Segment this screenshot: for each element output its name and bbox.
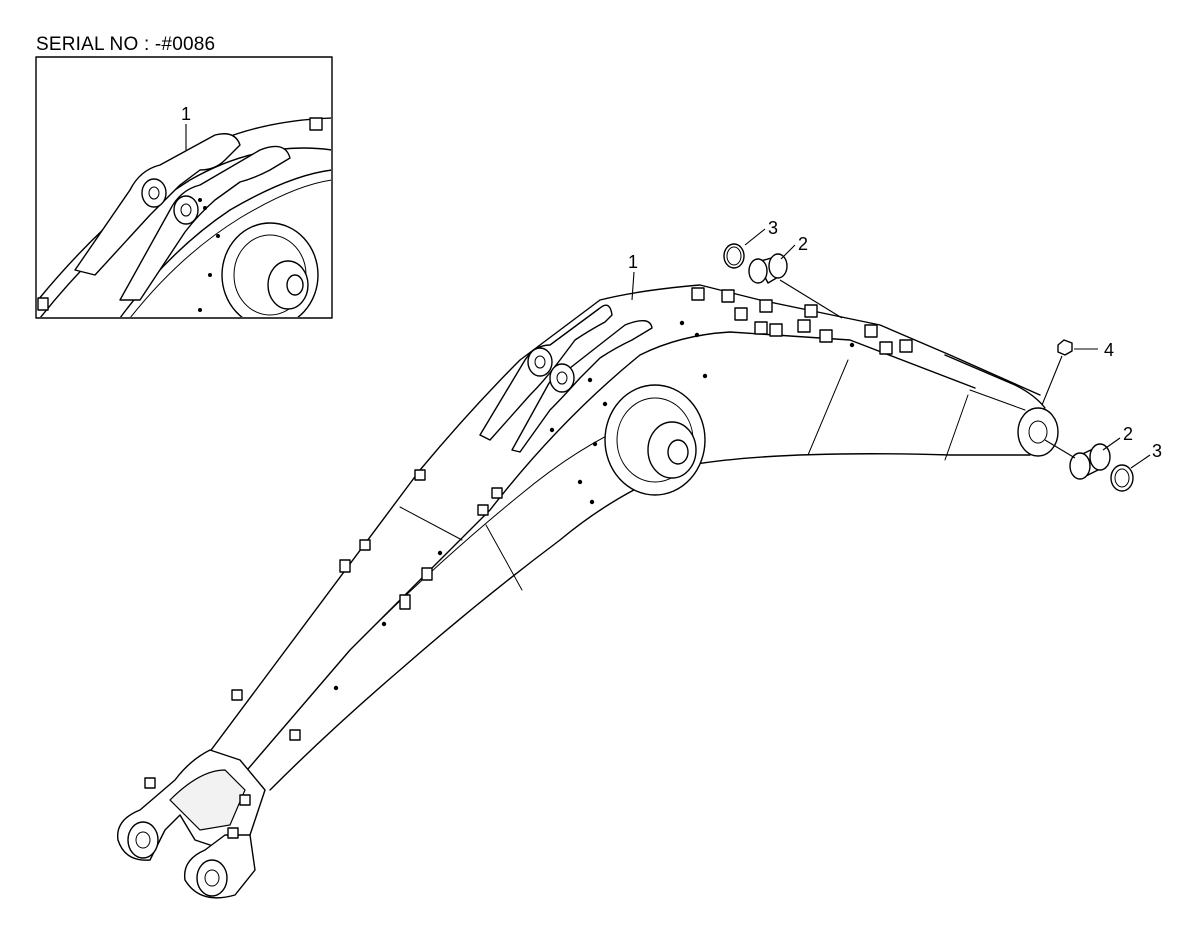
boom-lugs (144, 287, 913, 839)
main-callout-1: 1 (628, 252, 638, 272)
serial-number-label: SERIAL NO : -#0086 (36, 34, 216, 55)
side-callout-3: 3 (1152, 441, 1162, 461)
side-callout-2: 2 (1123, 424, 1133, 444)
inset-frame (35, 56, 333, 319)
snap-ring-top (723, 243, 745, 269)
snap-ring-side (1110, 464, 1134, 492)
main-callout-4: 4 (1104, 340, 1114, 360)
inset-detail: 1 (35, 56, 333, 319)
grease-fitting (1041, 339, 1073, 406)
boom-bolts (333, 320, 855, 691)
inset-callout-1: 1 (181, 104, 191, 124)
bushing-side (1044, 439, 1111, 480)
top-callout-2: 2 (798, 234, 808, 254)
boom-assembly (116, 284, 1059, 899)
bushing-top (748, 253, 843, 319)
top-callout-3: 3 (768, 218, 778, 238)
